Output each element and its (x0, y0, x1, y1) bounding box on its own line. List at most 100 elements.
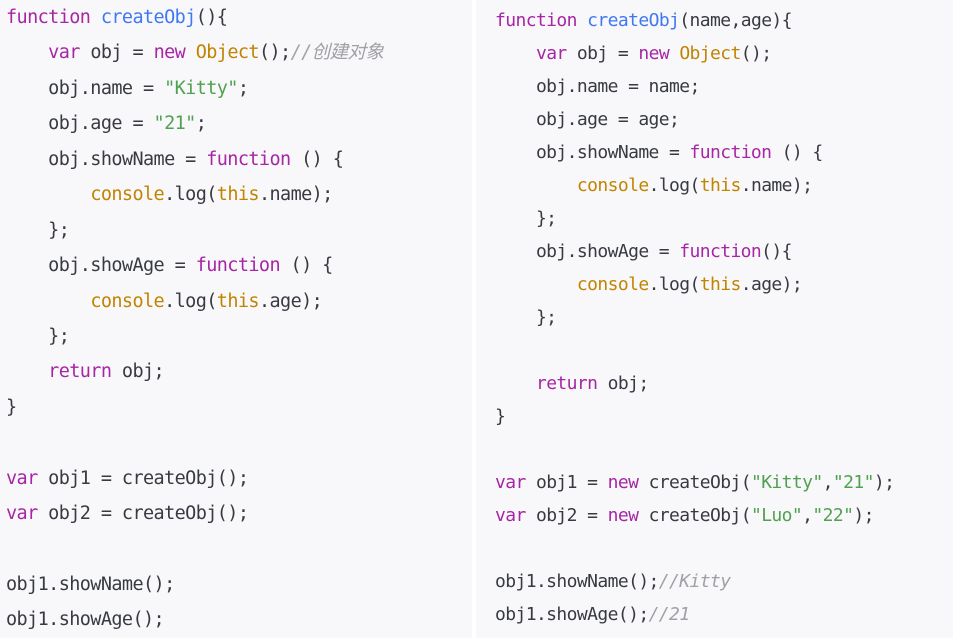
code-token (495, 175, 577, 196)
code-token-kw: function (689, 142, 773, 163)
code-token-fn: createObj (587, 10, 680, 31)
code-line (495, 433, 894, 466)
code-token: } (495, 406, 506, 427)
code-token-str: "Kitty" (750, 472, 823, 493)
code-token-kw: new (607, 505, 639, 526)
code-line: }; (495, 202, 894, 235)
code-line: var obj2 = createObj(); (6, 496, 383, 531)
code-line: }; (6, 213, 383, 248)
code-token-bi: console (90, 184, 165, 206)
code-token (577, 10, 587, 31)
code-block-left: function createObj(){ var obj = new Obje… (0, 0, 472, 638)
code-token-kw: var (6, 503, 38, 525)
code-line: console.log(this.age); (495, 268, 894, 301)
code-token: ); (873, 472, 895, 493)
code-line: obj1.showAge(); (6, 602, 383, 637)
code-token-bi: this (216, 290, 260, 312)
code-token: obj2 = (525, 505, 608, 526)
code-token: .log( (164, 184, 217, 206)
code-token: obj; (111, 361, 165, 383)
code-line: obj.showAge = function () { (6, 248, 383, 283)
code-token: , (802, 505, 813, 526)
code-token: .age); (258, 290, 323, 312)
code-token-kw: var (6, 467, 38, 489)
code-token: () { (280, 255, 334, 277)
code-line: obj1.showAge();//21 (495, 598, 894, 631)
code-block-right: function createObj(name,age){ var obj = … (476, 0, 953, 638)
code-token: ; (195, 113, 207, 135)
code-token-kw: function (6, 7, 91, 28)
code-line: obj.age = age; (495, 103, 894, 136)
code-token-kw: var (495, 505, 526, 526)
code-token: .log( (648, 175, 701, 196)
code-token-cm: //21 (648, 604, 691, 625)
code-line: obj.age = "21"; (6, 106, 383, 141)
code-token: .name); (258, 184, 333, 206)
code-token (6, 361, 48, 382)
code-token: (); (258, 42, 291, 64)
code-token: obj.showAge = (495, 241, 680, 262)
code-token: (); (740, 43, 772, 64)
code-token (495, 373, 536, 394)
code-token: obj.name = name; (495, 76, 700, 97)
code-token-str: "21" (153, 113, 197, 135)
code-token: .age); (740, 274, 803, 295)
code-token-bi: console (576, 274, 649, 295)
code-line: console.log(this.name); (6, 177, 383, 212)
code-token-str: "21" (832, 472, 875, 493)
code-line: function createObj(name,age){ (495, 4, 894, 37)
code-token (495, 43, 536, 64)
code-token: createObj( (638, 472, 752, 493)
code-line: } (495, 400, 894, 433)
code-line (6, 532, 383, 567)
code-line (6, 425, 383, 460)
code-line: obj1.showName();//Kitty (495, 565, 894, 598)
code-line: }; (495, 301, 894, 334)
code-token: .name); (740, 175, 813, 196)
code-token-kw: new (607, 472, 639, 493)
code-token-bi: console (90, 290, 165, 312)
code-token: } (6, 396, 17, 418)
code-token: (name,age){ (679, 10, 792, 31)
code-token: obj.age = age; (495, 109, 680, 130)
code-token-bi: this (699, 175, 742, 196)
code-line: var obj1 = new createObj("Kitty","21"); (495, 466, 895, 499)
code-token-str: "22" (812, 505, 854, 526)
code-line: function createObj(){ (6, 0, 383, 35)
code-token: obj1.showAge(); (495, 604, 649, 625)
code-token: obj.age = (6, 113, 154, 135)
code-token: obj.showAge = (6, 255, 196, 277)
code-token: obj1 = createObj(); (37, 467, 249, 489)
code-token: ); (853, 505, 874, 526)
code-token-kw: function (206, 148, 291, 170)
code-token (6, 184, 90, 205)
code-token: obj1.showName(); (6, 574, 175, 595)
code-token: }; (495, 208, 557, 229)
code-token-fn: createObj (100, 7, 196, 28)
code-line: obj.name = "Kitty"; (6, 71, 383, 106)
code-token: obj = (79, 42, 154, 64)
code-token: }; (6, 219, 70, 241)
code-line: obj.name = name; (495, 70, 894, 103)
code-token: , (822, 472, 834, 493)
code-line: return obj; (6, 354, 383, 389)
code-token: obj1 = (525, 472, 608, 493)
code-token (90, 7, 101, 28)
code-line: obj.showName = function () { (495, 136, 894, 169)
code-line: console.log(this.name); (495, 169, 894, 202)
code-token-kw: return (535, 373, 598, 394)
code-token-cm: //Kitty (658, 571, 731, 592)
code-token: (){ (761, 241, 792, 262)
code-token: obj.showName = (6, 148, 207, 170)
code-token-kw: new (638, 43, 670, 64)
code-token: (){ (195, 7, 228, 28)
code-token-bi: Object (195, 42, 260, 64)
code-line: obj1.showName(); (6, 567, 383, 602)
code-line (495, 532, 894, 565)
code-token: obj2 = createObj(); (37, 503, 249, 525)
code-token: () { (771, 142, 824, 163)
code-line: } (6, 390, 383, 425)
code-token: }; (495, 307, 557, 328)
code-token (185, 42, 196, 63)
code-token-str: "Luo" (750, 505, 803, 526)
